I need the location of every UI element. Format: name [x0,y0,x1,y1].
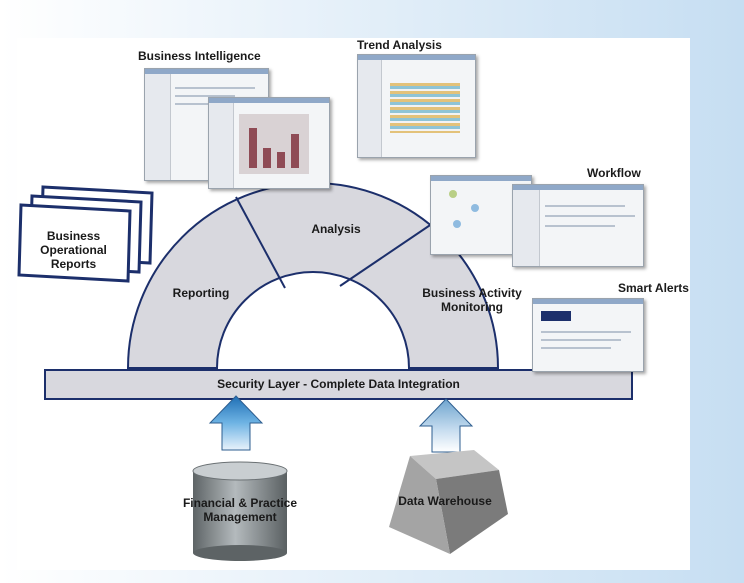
business-intelligence-label: Business Intelligence [138,49,261,63]
workflow-screen-front [512,184,644,267]
operational-reports-label: Business Operational Reports [40,229,107,271]
data-warehouse-label: Data Warehouse [398,494,492,508]
arrow-up-left [208,395,264,451]
data-warehouse-cube [389,450,508,554]
security-layer-bar [44,369,633,400]
arch-analysis-label: Analysis [311,222,361,236]
business-intelligence-screen-front [208,97,330,189]
operational-reports-stack [17,185,154,283]
security-layer-label: Security Layer - Complete Data Integrati… [217,377,460,391]
trend-analysis-label: Trend Analysis [357,38,442,52]
arch-divider-left [235,196,286,289]
arch-reporting-label: Reporting [172,286,230,300]
workflow-label: Workflow [587,166,641,180]
smart-alerts-screen [532,298,644,372]
arch-shape [126,182,500,369]
smart-alerts-label: Smart Alerts [618,281,689,295]
trend-analysis-screen [357,54,476,158]
arrow-up-right [418,398,474,453]
database-cylinder [192,461,288,561]
financial-practice-label: Financial & Practice Management [182,496,298,524]
arch-bam-label: Business Activity Monitoring [422,286,522,314]
